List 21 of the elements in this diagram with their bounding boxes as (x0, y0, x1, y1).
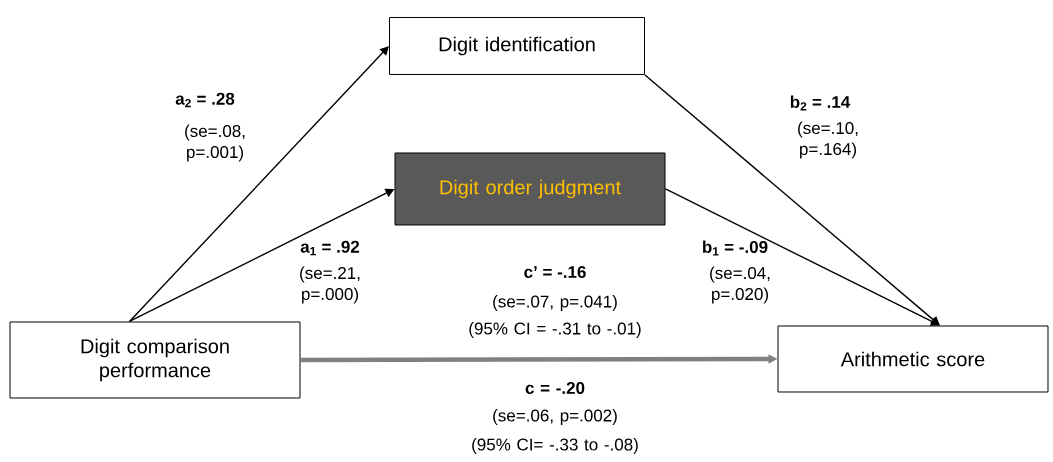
highlighted-box: Digit order judgment (394, 152, 666, 226)
statistics-text: (95% CI = -.31 to -.01) (469, 322, 641, 338)
statistics-text: (se=.06, p=.002) (493, 409, 617, 425)
edge-label: c’ = -.16 (524, 265, 586, 278)
edge-label: b$_{1}$ = -.09 (703, 240, 768, 256)
process-box: Digit comparison performance (9, 321, 301, 399)
statistics-text: (se=.21, p=.000) (300, 266, 360, 304)
statistics-text: (se=.08, p=.001) (185, 124, 245, 162)
statistics-text: (se=.07, p=.041) (493, 295, 617, 311)
coefficient-text: c = -.20 (525, 381, 585, 394)
statistics-text: (se=.04, p=.020) (710, 266, 770, 304)
arrow (644, 74, 940, 326)
edge-label: a$_{2}$ = .28 (175, 92, 235, 108)
arrow (664, 188, 940, 326)
edge-label: a$_{1}$ = .92 (300, 240, 360, 256)
process-box: Digit identification (389, 17, 645, 75)
arrow (128, 46, 389, 323)
edge-label: b$_{2}$ = .14 (790, 95, 851, 111)
statistics-text: (95% CI= -.33 to -.08) (472, 438, 638, 454)
statistics-text: (se=.10, p=.164) (798, 121, 858, 159)
process-box: Arithmetic score (777, 325, 1049, 393)
